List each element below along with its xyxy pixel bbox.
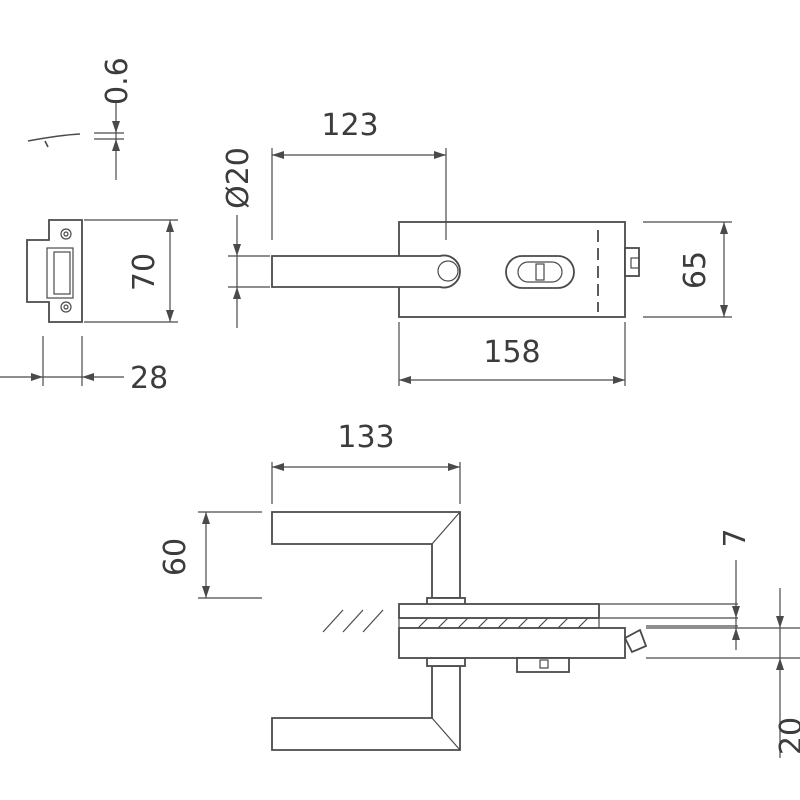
dim-lever-offset-60: 60 <box>158 538 193 576</box>
dim-body-depth-20: 20 <box>774 717 800 755</box>
dim-lock-width-158: 158 <box>483 335 540 370</box>
dim-strike-width-28: 28 <box>130 361 168 396</box>
dim-lever-length-133: 133 <box>337 420 394 455</box>
lock-front-view: 123 Ø20 158 65 <box>221 108 732 386</box>
dim-thickness-0-6: 0.6 <box>100 57 135 105</box>
lock-side-view: 133 60 7 20 <box>158 420 800 758</box>
dim-lock-height-65: 65 <box>678 251 713 289</box>
dim-handle-diameter-20: Ø20 <box>221 147 256 209</box>
dim-handle-length-123: 123 <box>321 108 378 143</box>
strike-plate: 70 28 <box>0 219 178 396</box>
dim-glass-gap-7: 7 <box>718 528 753 547</box>
plate-thickness-view: 0.6 <box>27 57 135 180</box>
dim-strike-height-70: 70 <box>127 253 162 291</box>
